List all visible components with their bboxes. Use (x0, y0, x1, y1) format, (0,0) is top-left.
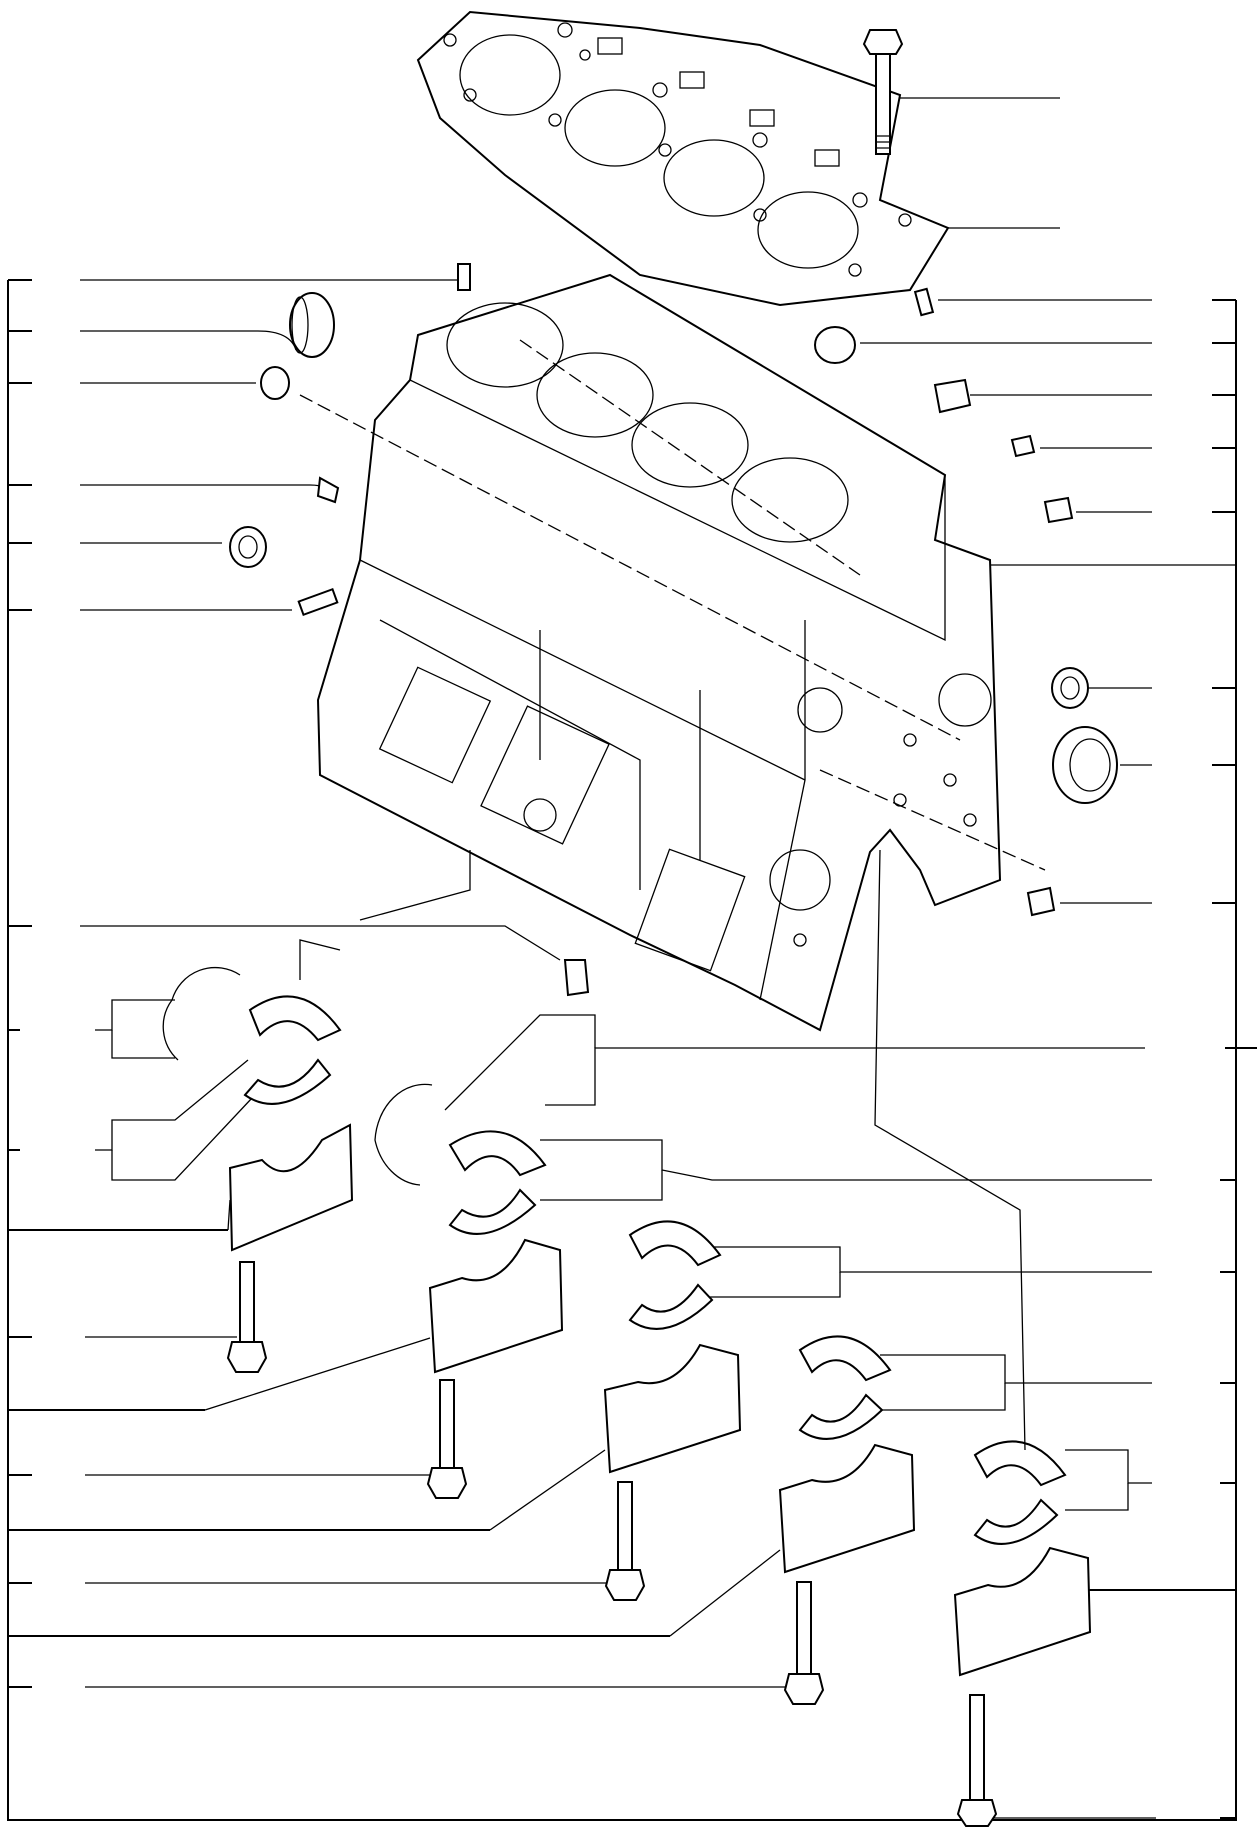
main-bearing-5 (973, 1440, 1067, 1545)
plug-rear (1026, 886, 1056, 917)
thrust-washer-1 (162, 966, 241, 1061)
bearing-cap-3 (603, 1343, 742, 1474)
right-callout-bracket (1080, 299, 1257, 1820)
dowel-pin-right (913, 287, 935, 317)
main-bearing-3 (628, 1220, 722, 1330)
plug-right-3 (1043, 496, 1074, 524)
plug-left (316, 476, 340, 504)
bearing-cap-5 (953, 1546, 1092, 1677)
main-bearing-4 (798, 1335, 892, 1440)
cap-bolt-3 (604, 1481, 646, 1601)
cap-bolt-2 (426, 1379, 468, 1499)
bearing-cap-2 (428, 1238, 564, 1374)
gasket-holes (443, 22, 912, 277)
head-gasket (416, 10, 950, 307)
cap-bolt-5 (956, 1694, 998, 1827)
rear-bushing (1052, 726, 1118, 804)
assembly-leaders (299, 849, 1026, 1451)
main-bearing-2 (448, 1130, 547, 1235)
head-bolt (862, 29, 904, 155)
axis-lines (299, 339, 1046, 871)
expansion-plug-large (289, 292, 335, 358)
bushing-left (297, 587, 339, 617)
expansion-plug-small (260, 366, 290, 400)
thrust-washer-2 (374, 1083, 433, 1186)
main-bearing-1 (243, 995, 342, 1105)
bearing-cap-1 (228, 1123, 354, 1252)
dowel-pin (457, 263, 471, 291)
plug-bottom (563, 959, 590, 997)
cylinder-block (316, 273, 1002, 1032)
plug-right-1 (933, 378, 972, 414)
seal-right (1051, 667, 1089, 709)
right-leader-lines (444, 97, 1236, 1819)
bearing-cap-4 (778, 1443, 916, 1574)
cap-bolt-1 (226, 1261, 268, 1373)
expansion-plug-right (814, 326, 856, 364)
cap-bolt-4 (783, 1581, 825, 1705)
plug-right-2 (1010, 434, 1036, 458)
seal-left (229, 526, 267, 568)
